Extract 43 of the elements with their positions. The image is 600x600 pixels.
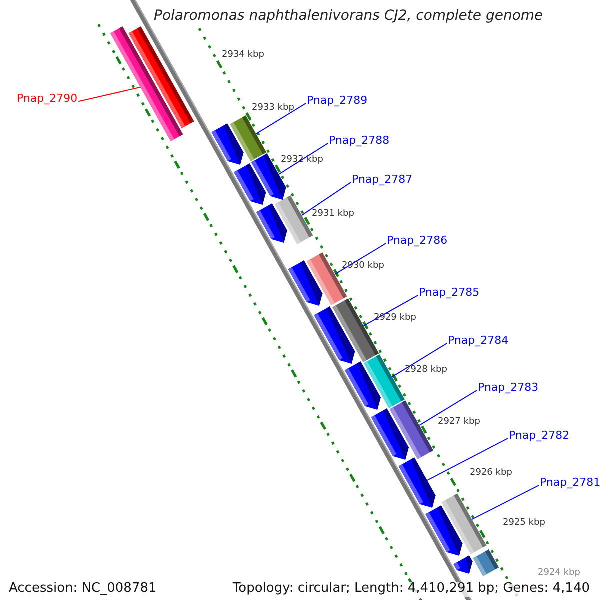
leader-line xyxy=(426,438,508,482)
leader-line xyxy=(278,143,328,176)
gene-segment xyxy=(234,164,266,205)
gene-label: Pnap_2784 xyxy=(448,335,509,348)
tick-label: 2924 kbp xyxy=(538,568,580,578)
tick-label: 2927 kbp xyxy=(438,417,480,428)
leader-line xyxy=(301,182,352,216)
gene-segment xyxy=(426,506,463,556)
gene-label: Pnap_2790 xyxy=(17,93,78,106)
gene-label: Pnap_2788 xyxy=(329,135,390,148)
tick-label: 2925 kbp xyxy=(503,518,546,528)
gene-segment xyxy=(212,124,244,165)
gene-bar xyxy=(473,550,499,576)
gene-segment xyxy=(398,458,436,508)
gene-bar xyxy=(128,26,194,128)
gene-label: Pnap_2783 xyxy=(478,382,539,395)
gene-segment xyxy=(256,204,288,243)
gene-label: Pnap_2785 xyxy=(419,287,480,300)
leader-line xyxy=(472,485,540,520)
leader-line xyxy=(419,390,478,426)
gene-segment xyxy=(454,556,473,574)
gene-label: Pnap_2787 xyxy=(352,174,413,187)
gene-label: Pnap_2789 xyxy=(307,95,368,108)
leader-line xyxy=(334,243,386,276)
gene-label: Pnap_2786 xyxy=(387,235,448,248)
gene-label: Pnap_2782 xyxy=(509,430,570,443)
tick-label: 2934 kbp xyxy=(222,50,264,60)
leader-line xyxy=(78,86,142,102)
gene-label: Pnap_2781 xyxy=(540,477,600,490)
tick-label: 2926 kbp xyxy=(470,468,512,478)
gene-segment xyxy=(345,362,381,410)
gene-segment xyxy=(288,260,323,306)
tick-label: 2932 kbp xyxy=(281,155,324,166)
leader-line xyxy=(363,295,418,327)
tick-label: 2928 kbp xyxy=(405,365,448,376)
leader-line xyxy=(392,343,448,378)
tick-label: 2933 kbp xyxy=(252,103,294,114)
leader-line xyxy=(256,103,306,135)
tick-label: 2931 kbp xyxy=(312,209,354,220)
gene-segment xyxy=(314,306,356,364)
gene-segment xyxy=(371,408,409,460)
accession-text: Accession: NC_008781 xyxy=(9,582,157,597)
genome-summary-text: Topology: circular; Length: 4,410,291 bp; Genes: 4,140 xyxy=(232,582,590,597)
